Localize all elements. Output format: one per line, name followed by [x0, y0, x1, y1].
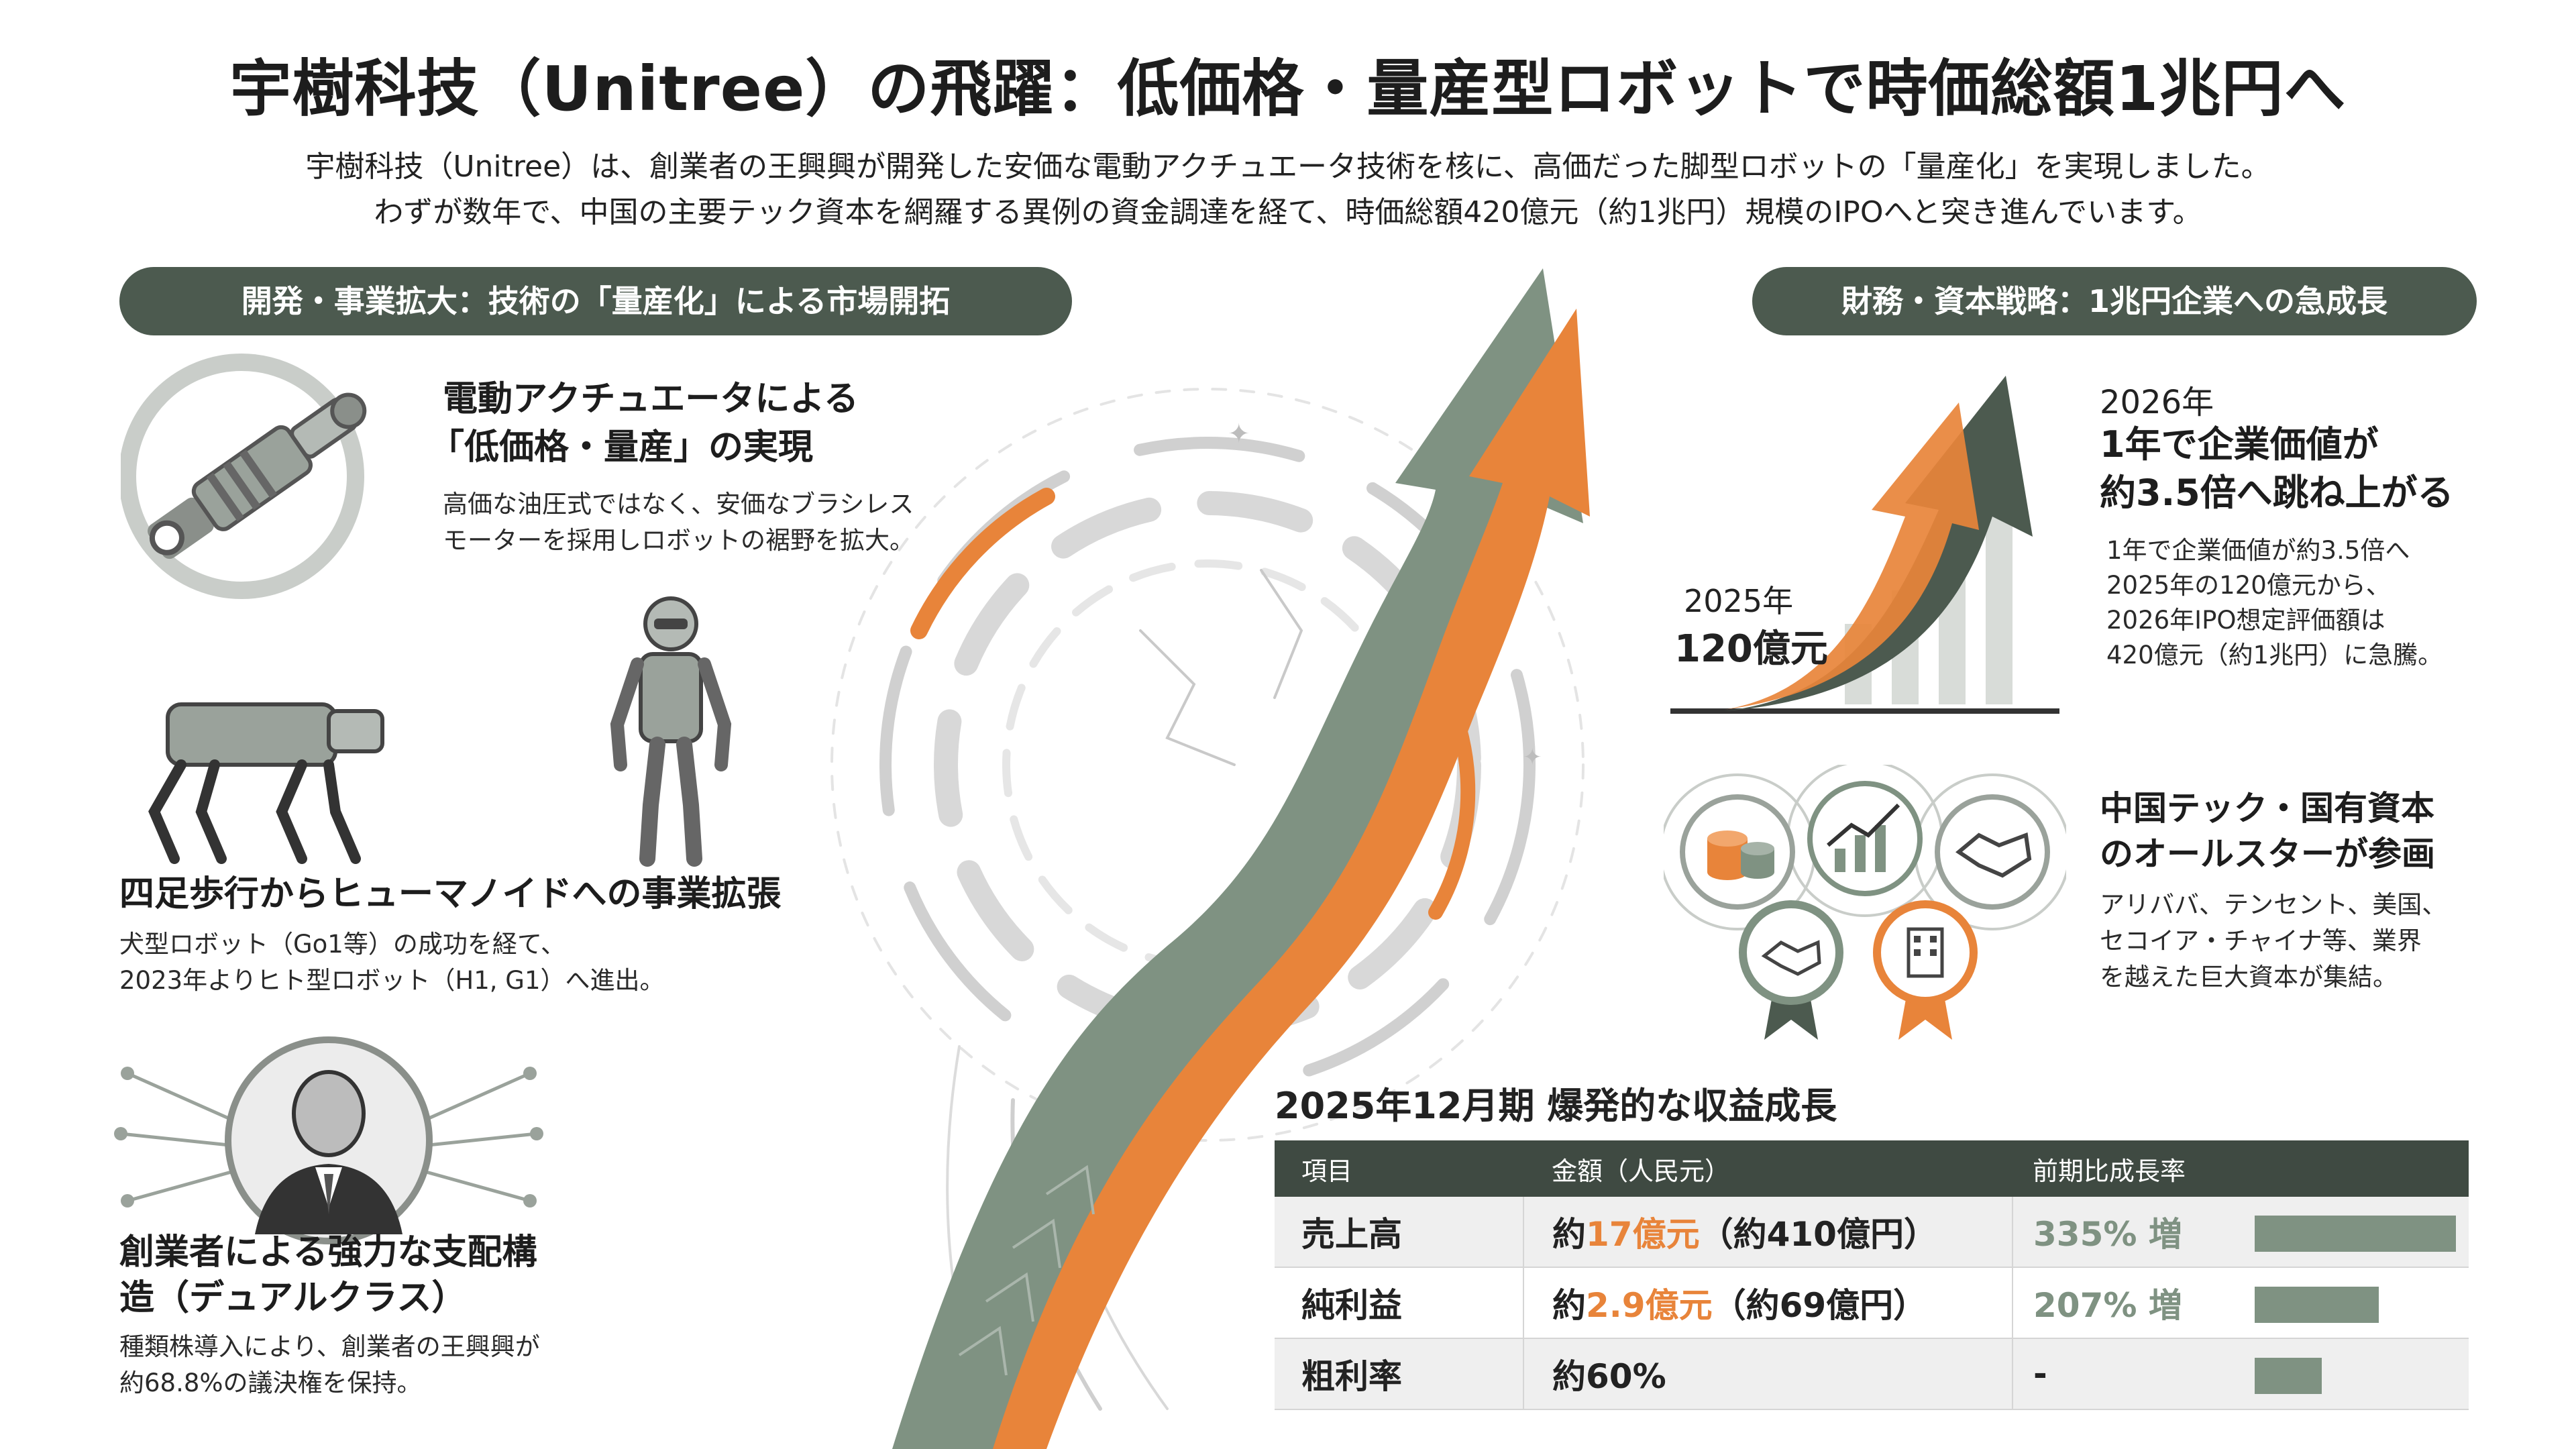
- item3-title-1: 創業者による強力な支配構: [119, 1232, 537, 1273]
- item2-title: 四足歩行からヒューマノイドへの事業拡張: [119, 874, 782, 914]
- actuator-icon: [121, 354, 367, 599]
- header-item: 項目: [1275, 1140, 1523, 1197]
- investors-title-2: のオールスターが参画: [2100, 835, 2435, 873]
- lead-line-2: わずが数年で、中国の主要テック資本を網羅する異例の資金調達を経て、時価総額420…: [374, 195, 2202, 229]
- item1-title-1: 電動アクチュエータによる: [443, 379, 859, 419]
- row-growth-rate: 207% 増: [2012, 1267, 2255, 1339]
- investors-title-1: 中国テック・国有資本: [2100, 789, 2434, 828]
- growth-text-1: 1年で企業価値が約3.5倍へ: [2106, 536, 2410, 565]
- growth-bar: [2255, 1357, 2322, 1394]
- row-growth-rate: -: [2012, 1338, 2255, 1410]
- item3-title-2: 造（デュアルクラス）: [119, 1278, 467, 1318]
- row-amount: 約2.9億元（約69億円）: [1523, 1267, 2013, 1339]
- item1-text-2: モーターを採用しロボットの裾野を拡大。: [443, 526, 914, 555]
- coins-icon: [1680, 794, 1795, 910]
- handshake-icon: [1935, 794, 2050, 910]
- svg-text:✦: ✦: [1523, 744, 1542, 771]
- growth-title-2: 約3.5倍へ跳ね上がる: [2100, 472, 2454, 514]
- investors-text-2: セコイア・チャイナ等、業界: [2100, 926, 2422, 955]
- chart-icon: [1807, 781, 1923, 896]
- building-badge-icon: [1873, 900, 1978, 1040]
- right-section-header: 財務・資本戦略：1兆円企業への急成長: [1752, 267, 2477, 335]
- valuation-growth-arrow: [1670, 376, 2059, 714]
- growth-bar: [2255, 1215, 2456, 1252]
- row-growth-bar-cell: [2255, 1338, 2469, 1410]
- left-section-header: 開発・事業拡大：技術の「量産化」による市場開拓: [119, 267, 1072, 335]
- row-amount: 約60%: [1523, 1338, 2013, 1410]
- growth-text-2: 2025年の120億元から、: [2106, 571, 2391, 600]
- growth-end-year: 2026年: [2100, 384, 2214, 421]
- investors-text-3: を越えた巨大資本が集結。: [2100, 963, 2398, 991]
- table-title: 2025年12月期 爆発的な収益成長: [1275, 1085, 1837, 1127]
- revenue-table: 項目 金額（人民元） 前期比成長率 売上高 約17億元（約410億円） 335%…: [1275, 1140, 2469, 1410]
- lead-line-1: 宇樹科技（Unitree）は、創業者の王興興が開発した安価な電動アクチュエータ技…: [305, 150, 2271, 184]
- svg-text:✦: ✦: [1228, 419, 1250, 449]
- humanoid-robot-icon: [610, 596, 732, 867]
- growth-text-3: 2026年IPO想定評価額は: [2106, 606, 2385, 635]
- quadruped-robot-icon: [148, 702, 384, 864]
- row-growth-bar-cell: [2255, 1267, 2469, 1339]
- row-item: 純利益: [1275, 1267, 1524, 1339]
- header-amount: 金額（人民元）: [1523, 1140, 2012, 1197]
- table-row: 売上高 約17億元（約410億円） 335% 増: [1275, 1197, 2469, 1268]
- row-growth-rate: 335% 増: [2012, 1197, 2255, 1268]
- row-amount: 約17億元（約410億円）: [1523, 1197, 2013, 1268]
- table-row: 純利益 約2.9億元（約69億円） 207% 増: [1275, 1267, 2469, 1339]
- header-growth: 前期比成長率: [2012, 1140, 2469, 1197]
- item1-title-2: 「低価格・量産」の実現: [429, 427, 814, 468]
- item3-text-1: 種類株導入により、創業者の王興興が: [119, 1332, 540, 1361]
- item3-text-2: 約68.8%の議決権を保持。: [119, 1368, 422, 1397]
- growth-title-1: 1年で企業価値が: [2100, 423, 2379, 466]
- founder-icon: [114, 1036, 543, 1244]
- growth-bar: [2255, 1286, 2379, 1323]
- page-title: 宇樹科技（Unitree）の飛躍：低価格・量産型ロボットで時価総額1兆円へ: [229, 53, 2347, 125]
- item1-text-1: 高価な油圧式ではなく、安価なブラシレス: [443, 490, 914, 519]
- row-item: 売上高: [1275, 1197, 1524, 1268]
- item2-text-1: 犬型ロボット（Go1等）の成功を経て、: [119, 930, 566, 959]
- row-growth-bar-cell: [2255, 1197, 2469, 1268]
- table-header-row: 項目 金額（人民元） 前期比成長率: [1275, 1140, 2469, 1197]
- growth-start-year: 2025年: [1684, 583, 1794, 619]
- investors-text-1: アリババ、テンセント、美国、: [2100, 890, 2447, 919]
- table-row: 粗利率 約60% -: [1275, 1338, 2469, 1410]
- investor-badges-illustration: [1664, 765, 2066, 1040]
- growth-start-value: 120億元: [1674, 627, 1828, 671]
- growth-text-4: 420億元（約1兆円）に急騰。: [2106, 641, 2443, 669]
- item2-text-2: 2023年よりヒト型ロボット（H1, G1）へ進出。: [119, 966, 665, 995]
- growth-arrows-illustration: ✦ ✦: [830, 268, 1590, 1449]
- row-item: 粗利率: [1275, 1338, 1524, 1410]
